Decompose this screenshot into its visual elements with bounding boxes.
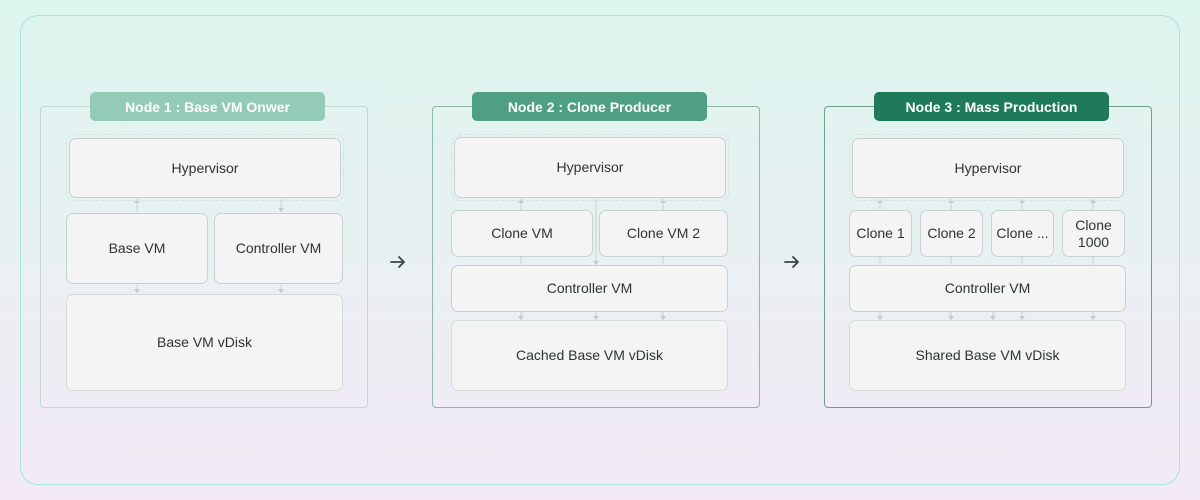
arrow-right-icon (386, 250, 410, 274)
node-2-title: Node 2 : Clone Producer (472, 92, 707, 121)
diagram-frame (20, 15, 1180, 485)
node-2-hypervisor-halo (451, 134, 729, 201)
node-2-hypervisor: Hypervisor (454, 137, 726, 198)
node-3-vdisk: Shared Base VM vDisk (849, 320, 1126, 391)
node-2-clone-vm: Clone VM (451, 210, 593, 257)
node-3-hypervisor-halo (849, 134, 1127, 201)
node-2-controller-vm: Controller VM (451, 265, 728, 312)
node-1-vdisk: Base VM vDisk (66, 294, 343, 391)
node-1-hypervisor: Hypervisor (69, 138, 341, 198)
node-2-clone-vm-2: Clone VM 2 (599, 210, 728, 257)
arrow-right-icon (780, 250, 804, 274)
node-3-clone-1000: Clone 1000 (1062, 210, 1125, 257)
node-1-hypervisor-halo (66, 134, 344, 201)
node-1-title: Node 1 : Base VM Onwer (90, 92, 325, 121)
node-3-controller-vm: Controller VM (849, 265, 1126, 312)
node-3-title: Node 3 : Mass Production (874, 92, 1109, 121)
node-3-clone-ellipsis: Clone ... (991, 210, 1054, 257)
node-2-vdisk: Cached Base VM vDisk (451, 320, 728, 391)
node-1-base-vm: Base VM (66, 213, 208, 284)
node-3-clone-1: Clone 1 (849, 210, 912, 257)
node-3-hypervisor: Hypervisor (852, 138, 1124, 198)
node-1-controller-vm: Controller VM (214, 213, 343, 284)
node-3-clone-2: Clone 2 (920, 210, 983, 257)
